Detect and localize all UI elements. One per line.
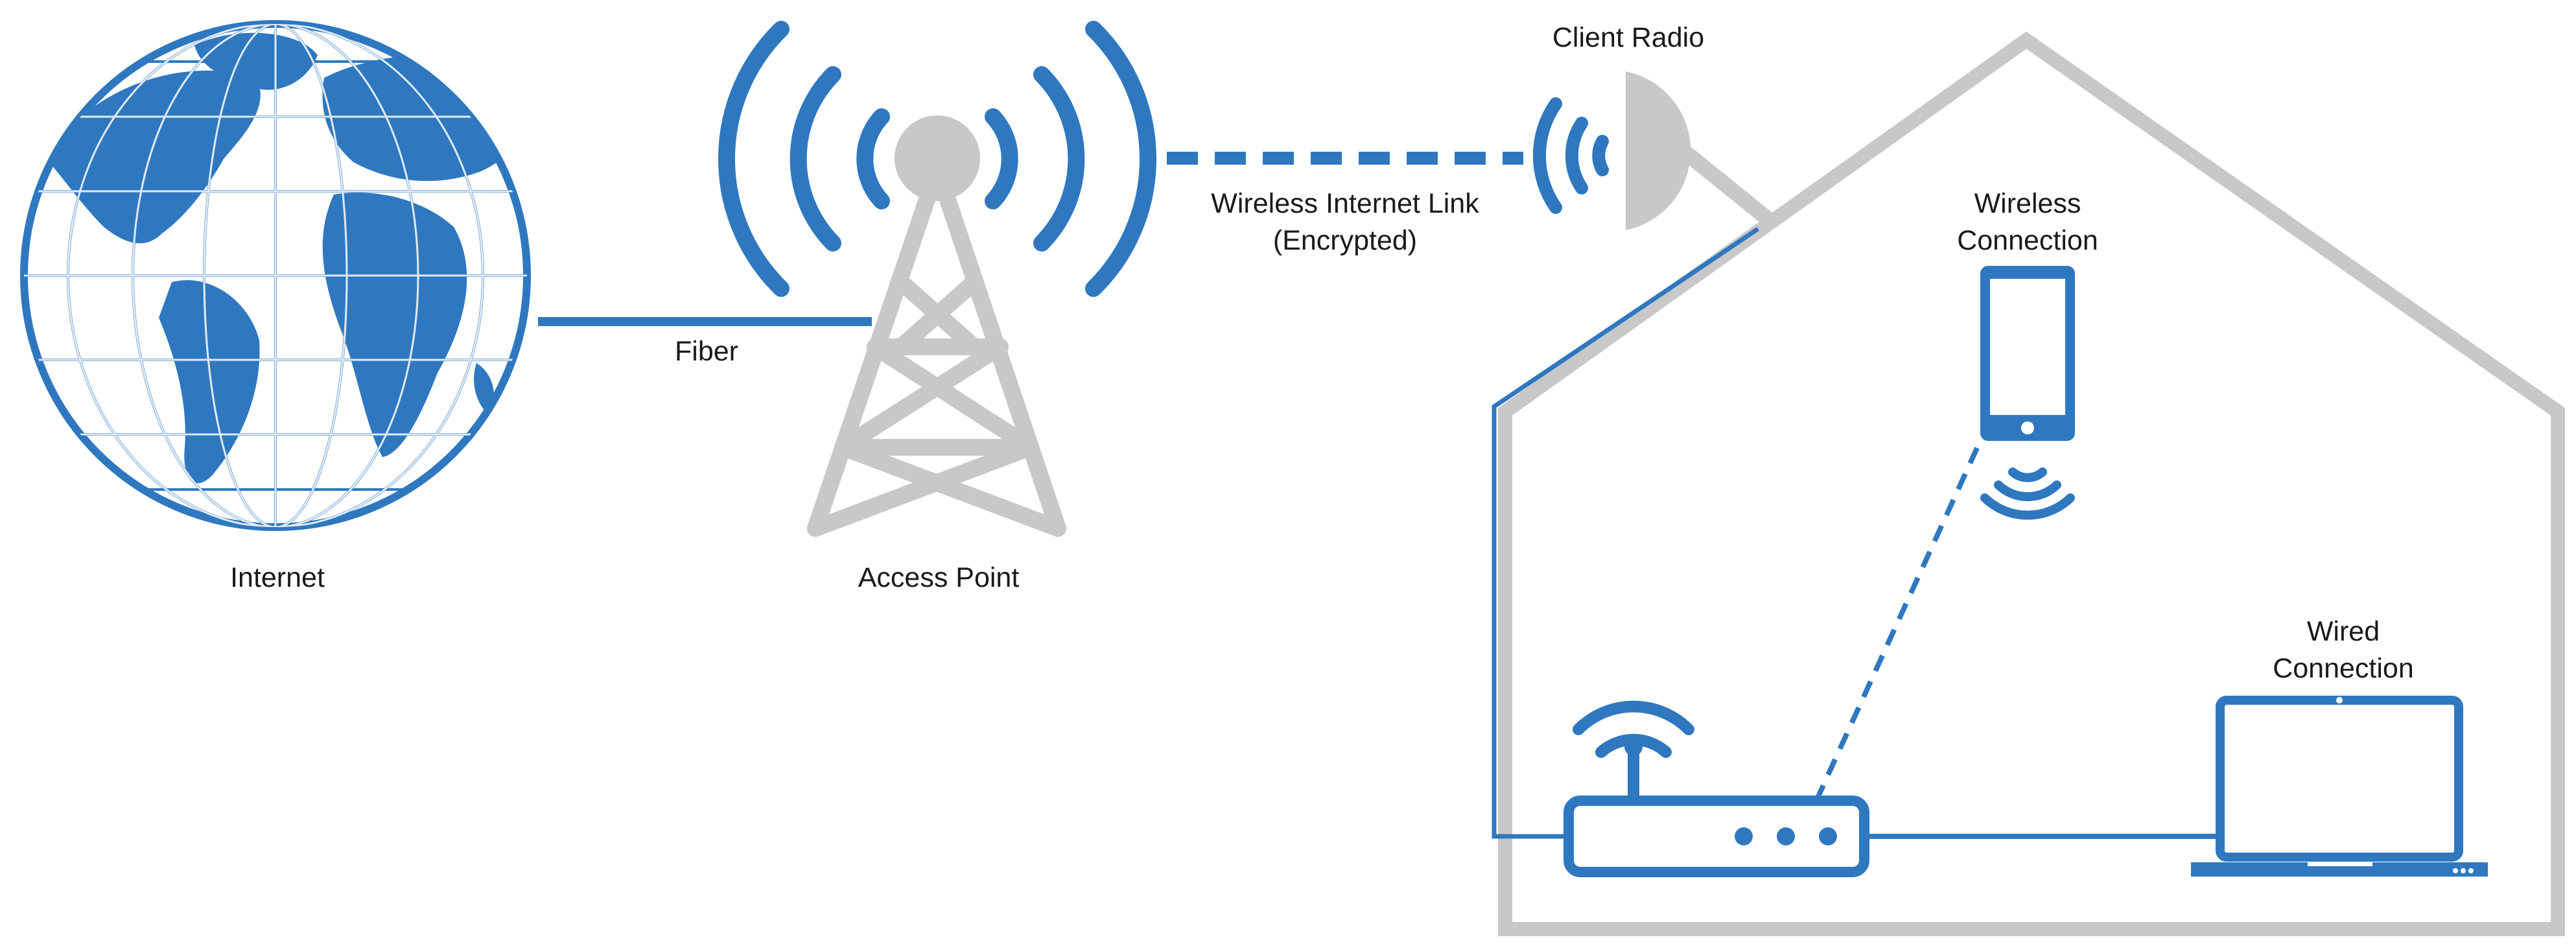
tower-icon	[807, 180, 1066, 537]
wireless-link-label-line2: (Encrypted)	[1273, 225, 1417, 256]
tower-antenna-ball	[895, 115, 980, 201]
wired-connection-label-line1: Wired	[2307, 616, 2380, 647]
house-outline	[1498, 31, 2565, 936]
router-to-phone-link	[1814, 440, 1983, 802]
globe-icon	[20, 20, 531, 531]
fiber-label: Fiber	[675, 336, 738, 367]
wired-connection-label-line2: Connection	[2273, 653, 2414, 684]
phone-wifi-icon	[1980, 467, 2075, 520]
wireless-connection-label-line1: Wireless	[1974, 188, 2081, 219]
client-radio-label: Client Radio	[1552, 22, 1704, 53]
router-antenna-dot	[1624, 738, 1643, 756]
wireless-link-label-line1: Wireless Internet Link	[1211, 188, 1479, 219]
smartphone-icon	[1980, 266, 2075, 441]
dish-icon	[1626, 71, 1777, 230]
internet-label: Internet	[230, 562, 325, 593]
wireless-connection-label-line2: Connection	[1957, 225, 2098, 256]
access-point-label: Access Point	[858, 562, 1020, 593]
router-icon	[1563, 796, 1869, 877]
laptop-icon	[2191, 696, 2488, 877]
client-radio-signal-icon	[1532, 97, 1609, 214]
tower-signal-icon	[718, 21, 1157, 297]
radio-to-router-cable	[1492, 227, 1759, 839]
